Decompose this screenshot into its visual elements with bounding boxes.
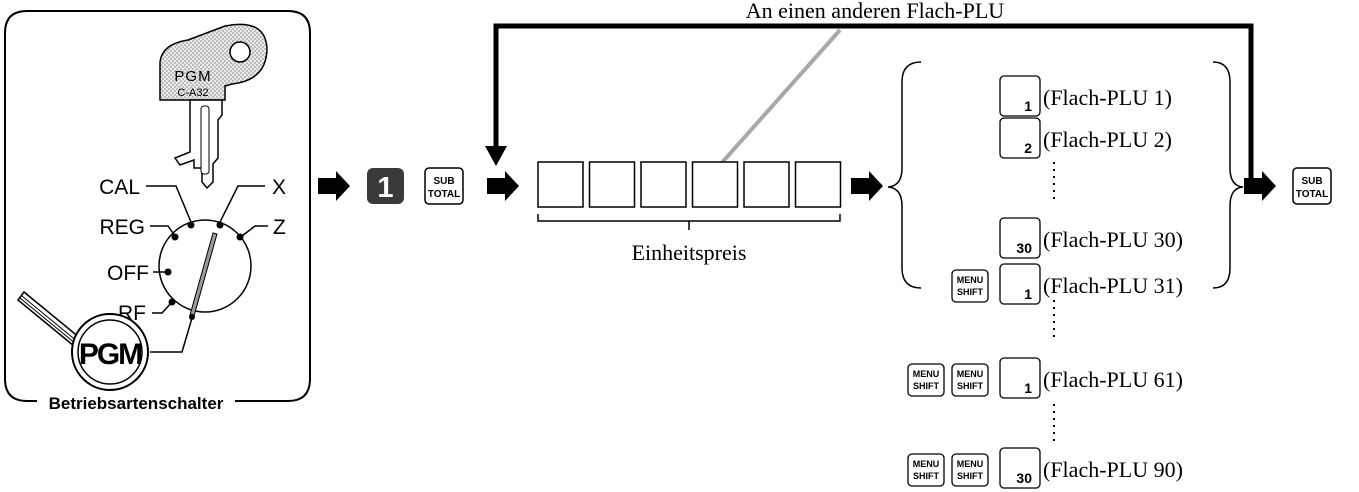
svg-text:TOTAL: TOTAL (1296, 189, 1328, 200)
plu-option-row: 1 (Flach-PLU 1) (999, 75, 1172, 117)
pgm-key-icon: PGM C-A32 (159, 23, 268, 190)
digit-box (537, 161, 584, 208)
plu-option-row: 2 (Flach-PLU 2) (999, 117, 1172, 159)
flow-arrows (318, 171, 1276, 201)
position-x: X (272, 176, 286, 199)
menu-shift-line2: SHIFT (957, 471, 984, 481)
right-brace (1212, 61, 1244, 289)
plu-key-number: 1 (1024, 98, 1032, 114)
plu-key: 1 (999, 357, 1041, 399)
arrow-icon (1244, 171, 1276, 201)
final-subtotal-key: SUB TOTAL (1292, 167, 1332, 205)
digit-box (794, 161, 842, 208)
position-cal: CAL (99, 176, 140, 199)
plu-label: (Flach-PLU 1) (1043, 85, 1172, 110)
plu-label: (Flach-PLU 31) (1043, 273, 1183, 298)
svg-text:SUB: SUB (1301, 176, 1322, 187)
menu-shift-line2: SHIFT (913, 381, 940, 391)
plu-key-number: 30 (1016, 470, 1032, 486)
menu-shift-key: MENU SHIFT (951, 269, 989, 303)
plu-key: 2 (999, 117, 1041, 159)
plu-key: 30 (999, 217, 1041, 259)
plu-key: 1 (999, 263, 1041, 305)
plu-option-row: MENU SHIFT MENU SHIFT 1 (Flach-PLU 61) (907, 357, 1183, 399)
plu-option-row: MENU SHIFT 1 (Flach-PLU 31) (951, 263, 1183, 305)
plu-label: (Flach-PLU 2) (1043, 127, 1172, 152)
arrow-icon (487, 171, 519, 201)
left-brace (887, 61, 922, 289)
menu-shift-line1: MENU (957, 369, 984, 379)
menu-shift-line1: MENU (913, 459, 940, 469)
menu-shift-line2: SHIFT (957, 381, 984, 391)
menu-shift-line1: MENU (957, 275, 984, 285)
digit-box (640, 161, 687, 208)
plu-option-row: 30 (Flach-PLU 30) (999, 217, 1183, 259)
key-1-button: 1 (367, 168, 404, 204)
digit-box (588, 161, 636, 208)
position-z: Z (273, 216, 286, 239)
menu-shift-key: MENU SHIFT (951, 363, 989, 397)
plu-key-number: 30 (1016, 240, 1032, 256)
plu-key-number: 2 (1024, 140, 1032, 156)
plu-label: (Flach-PLU 90) (1043, 457, 1183, 482)
digit-box (691, 161, 739, 208)
plu-key-number: 1 (1024, 380, 1032, 396)
svg-text:TOTAL: TOTAL (428, 189, 460, 200)
plu-label: (Flach-PLU 61) (1043, 367, 1183, 392)
subtotal-key: SUB TOTAL (424, 167, 464, 205)
svg-text:SUB: SUB (433, 176, 454, 187)
position-off: OFF (107, 262, 149, 285)
menu-shift-line1: MENU (913, 369, 940, 379)
unit-price-digit-boxes (537, 161, 842, 208)
digit-box (743, 161, 790, 208)
menu-shift-key: MENU SHIFT (907, 363, 945, 397)
magnifier-icon (16, 290, 82, 348)
mode-switch-caption: Betriebsartenschalter (49, 394, 224, 413)
key-label: PGM (174, 68, 211, 85)
plu-key: 1 (999, 75, 1041, 117)
position-pgm-badge: PGM (79, 338, 141, 371)
menu-shift-line1: MENU (957, 459, 984, 469)
magnifier-lens (71, 313, 149, 391)
arrow-icon (851, 171, 883, 201)
plu-key-number: 1 (1024, 286, 1032, 302)
menu-shift-key: MENU SHIFT (951, 453, 989, 487)
key-1-label: 1 (377, 172, 393, 204)
unit-price-label: Einheitspreis (632, 240, 747, 265)
mode-switch-panel: Betriebsartenschalter PGM C-A32 (4, 10, 311, 413)
plu-label: (Flach-PLU 30) (1043, 227, 1183, 252)
key-model: C-A32 (177, 87, 208, 99)
plu-option-row: MENU SHIFT MENU SHIFT 30 (Flach-PLU 90) (907, 447, 1183, 489)
position-reg: REG (99, 216, 145, 239)
arrow-icon (318, 171, 350, 201)
unit-price-bracket (537, 214, 841, 230)
menu-shift-line2: SHIFT (957, 287, 984, 297)
menu-shift-key: MENU SHIFT (907, 453, 945, 487)
menu-shift-line2: SHIFT (913, 471, 940, 481)
plu-option-list: 1 (Flach-PLU 1) 2 (Flach-PLU 2) 30 (Flach-PLU… (907, 75, 1183, 489)
loop-title: An einen anderen Flach-PLU (746, 0, 1005, 23)
dial-position-markers (146, 185, 268, 353)
plu-key: 30 (999, 447, 1041, 489)
mode-switch-frame (4, 10, 311, 402)
